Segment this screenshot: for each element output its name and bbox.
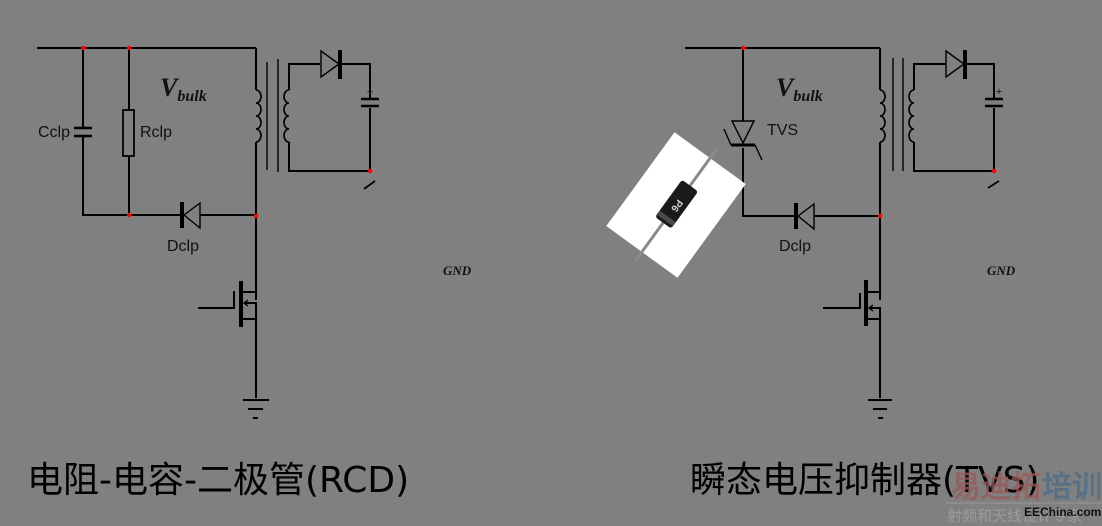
output-ground-tick-icon-tvs [987,180,1000,189]
output-capacitor-symbol: + [361,86,379,108]
junction-nodes-tvs [740,45,997,219]
tvs-branch-wire [742,48,880,217]
transformer-core-icon-tvs [892,58,904,171]
rcd-cap-branch [82,48,130,216]
svg-text:+: + [367,86,373,98]
axial-diode-photo: P6 [606,132,746,278]
junction-nodes [80,45,373,219]
tvs-secondary-wire [913,63,995,172]
watermark: 易迪拓 培训 射频和天线设计专家 EEChina.com [946,470,1102,525]
vbulk-label-tvs: Vbulk [776,73,823,105]
gnd-label-tvs: GND [987,263,1016,278]
secondary-winding-icon-tvs [908,89,915,143]
diode-dclp-label: Dclp [167,238,199,255]
diode-dclp-symbol [180,201,201,230]
watermark-site: EEChina.com [1024,505,1101,519]
watermark-slogan: 射频和天线设计专家 [947,507,1082,525]
ground-symbol-icon-tvs [868,399,892,419]
tvs-diode-symbol [723,120,763,161]
mosfet-symbol-tvs [823,280,881,398]
svg-text:+: + [996,86,1002,98]
vbulk-label: Vbulk [160,73,207,105]
output-capacitor-symbol-tvs: + [985,86,1003,108]
rcd-circuit: Cclp Rclp Dclp Vbulk + [27,45,472,501]
primary-winding-icon [255,89,262,143]
rcd-secondary-wire [288,63,371,172]
rcd-title: 电阻-电容-二极管(RCD) [27,460,409,501]
resistor-rclp-label: Rclp [140,124,172,141]
gnd-label: GND [443,263,472,278]
diode-dclp-label-tvs: Dclp [779,238,811,255]
output-diode-symbol [320,49,342,79]
diode-dclp-symbol-tvs [794,202,815,231]
capacitor-cclp-label: Cclp [38,124,70,141]
tvs-circuit: TVS Dclp Vbulk + [606,45,1040,501]
ground-symbol-icon [243,399,269,419]
output-ground-tick-icon [363,180,376,190]
transformer-core-icon [266,59,279,172]
output-diode-symbol-tvs [945,49,967,79]
capacitor-cclp-symbol [74,126,92,138]
primary-winding-icon-tvs [879,89,886,143]
resistor-rclp-symbol [122,109,135,157]
watermark-brand-blue: 培训 [1042,470,1102,505]
tvs-label: TVS [767,122,798,139]
watermark-brand-red: 易迪拓 [951,470,1041,505]
tvs-title: 瞬态电压抑制器(TVS) [690,460,1040,501]
secondary-winding-icon [283,89,290,143]
mosfet-symbol [198,281,257,398]
